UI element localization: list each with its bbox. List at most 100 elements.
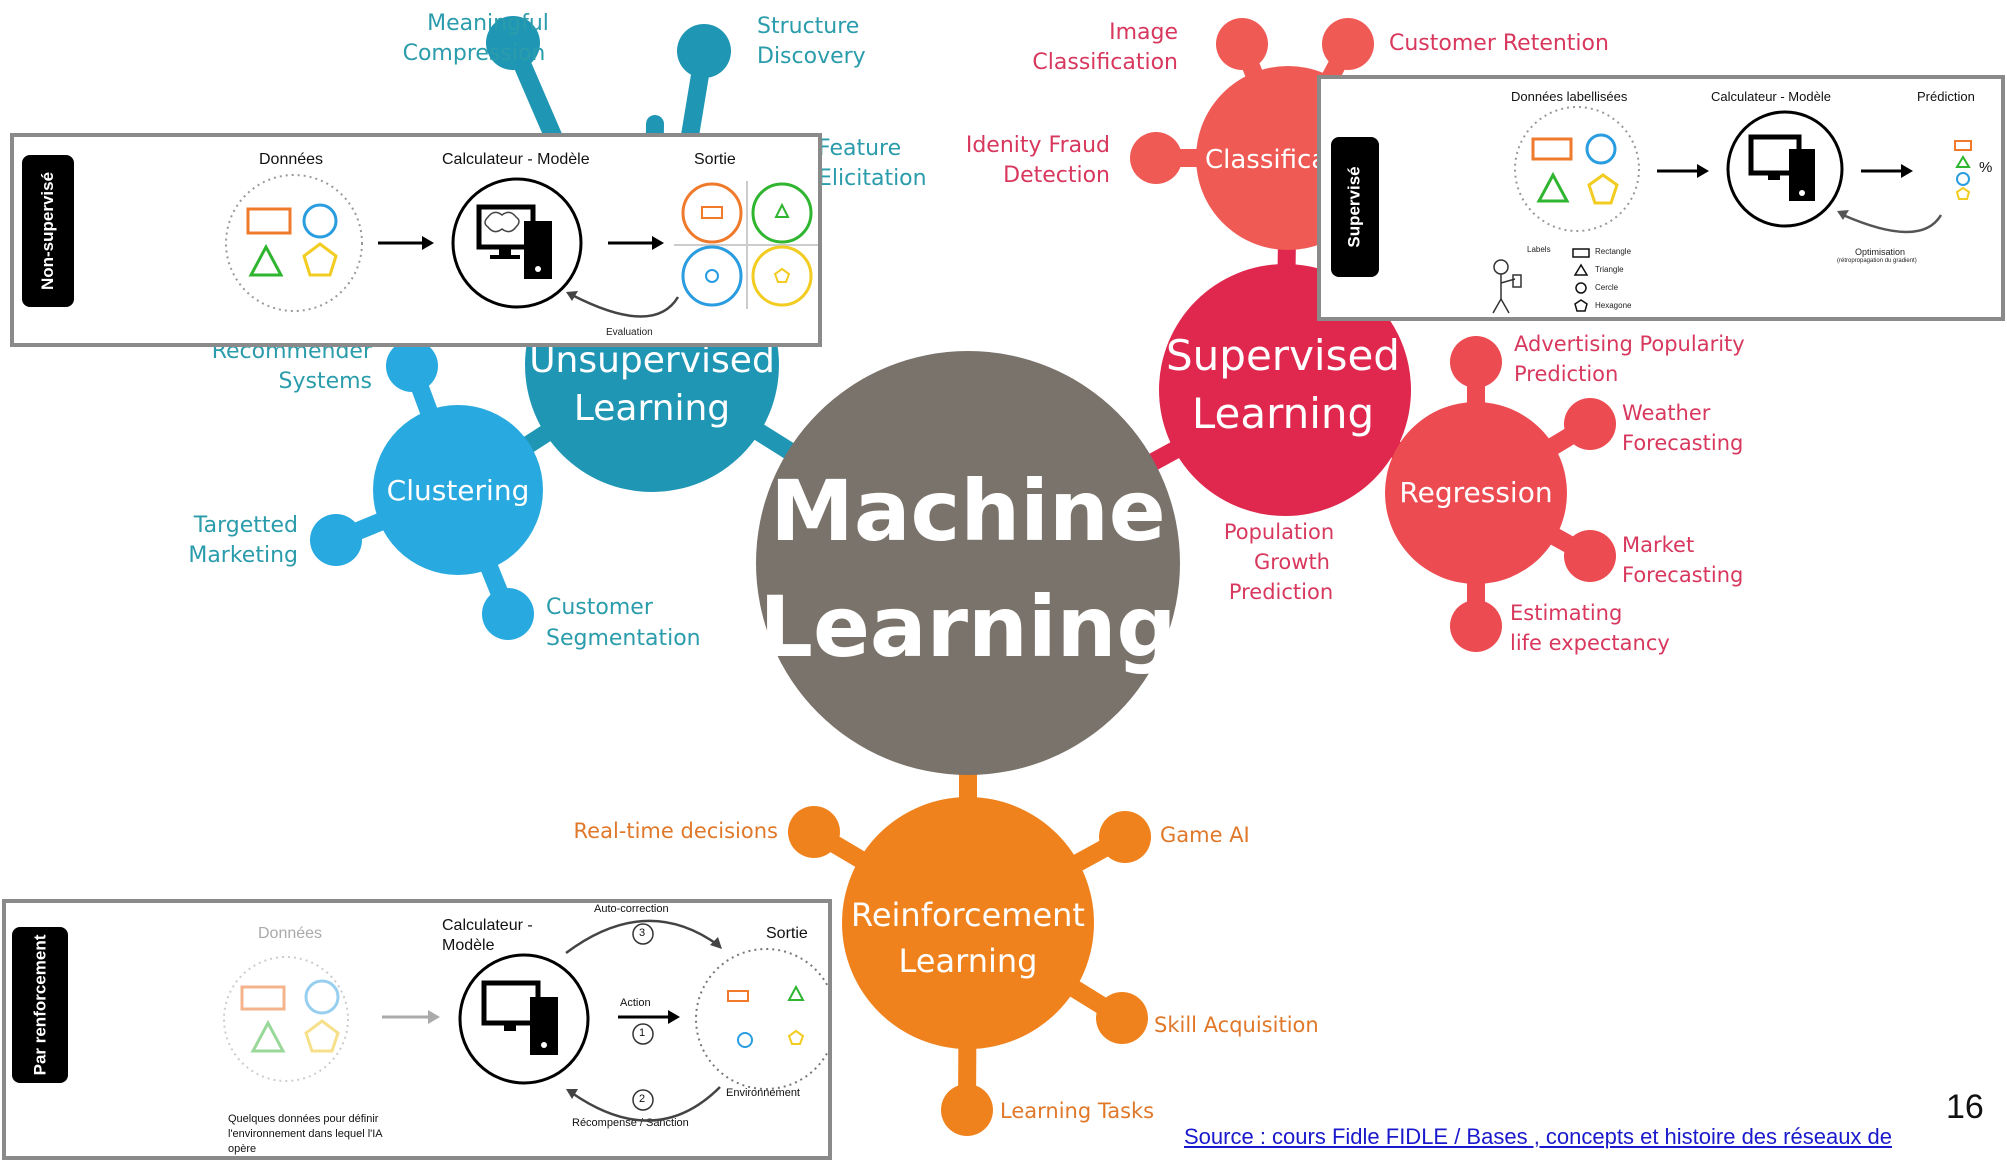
environment-label: Environnement — [726, 1087, 800, 1099]
reinf-rectangle-shape — [240, 985, 286, 1011]
sup-triangle-shape — [1536, 171, 1570, 203]
leaf-label-learning-tasks: Learning Tasks — [1000, 1099, 1154, 1123]
leaf-dot-customer-seg — [482, 588, 534, 640]
leaf-label-feature-line1: Feature — [818, 136, 901, 161]
legend-circle — [1575, 282, 1587, 294]
leaf-label-identity-fraud-line1: Idenity Fraud — [966, 133, 1110, 158]
leaf-label-weather-line1: Weather — [1622, 401, 1711, 425]
circle-shape — [302, 203, 338, 239]
step-3-circle — [632, 923, 654, 945]
leaf-label-structure-line2: Discovery — [757, 44, 866, 69]
leaf-label-game-ai: Game AI — [1160, 823, 1250, 847]
step-1-circle — [632, 1023, 654, 1045]
step-2-label: 2 — [639, 1093, 646, 1105]
panel-col-model: Calculateur - Modèle — [442, 151, 590, 168]
regression-hub — [1385, 402, 1567, 584]
center-label-line1: Machine — [770, 462, 1165, 560]
leaf-label-identity-fraud-line2: Detection — [1003, 163, 1110, 188]
cluster-triangle — [774, 202, 790, 218]
teacher-leg-left — [1492, 298, 1502, 314]
env-rectangle — [727, 990, 749, 1002]
pred-circle — [1956, 172, 1970, 186]
reinf-col-model-line1: Calculateur - — [442, 917, 533, 934]
leaf-label-meaningful-line2: Compression — [403, 41, 546, 66]
leaf-label-recommender-line2: Systems — [279, 369, 373, 394]
environment-circle — [695, 948, 828, 1090]
sup-model-circle — [1726, 110, 1844, 228]
leaf-label-customer-retention: Customer Retention — [1389, 31, 1609, 56]
brain-icon — [484, 211, 520, 233]
reinf-data-pool — [223, 956, 349, 1082]
reinf-col-model-line2: Modèle — [442, 937, 495, 954]
reinf-triangle-shape — [250, 1019, 286, 1053]
evaluation-label: Evaluation — [606, 327, 653, 338]
triangle-shape — [248, 243, 284, 277]
leaf-label-market-line1: Market — [1622, 533, 1694, 557]
label-hexagon: Hexagone — [1595, 301, 1632, 310]
optimisation-arrow — [1842, 213, 1943, 234]
arrow-head-2 — [652, 236, 664, 250]
leaf-label-life-line1: Estimating — [1510, 601, 1622, 625]
leaf-dot-weather — [1564, 398, 1616, 450]
leaf-label-advertising-line1: Advertising Popularity — [1514, 332, 1745, 356]
supervised-col-data: Données labellisées — [1511, 89, 1628, 104]
leaf-label-life-line2: life expectancy — [1510, 631, 1670, 655]
reinf-col-output: Sortie — [766, 925, 808, 942]
env-pentagon — [787, 1029, 805, 1045]
source-link[interactable]: Source : cours Fidle FIDLE / Bases , con… — [1184, 1124, 1893, 1149]
leaf-label-targetted-line2: Marketing — [188, 543, 298, 568]
action-label: Action — [620, 997, 651, 1009]
sup-monitor-stand — [1768, 173, 1780, 180]
reinf-monitor-icon — [481, 980, 541, 1026]
sup-arrow-1-head — [1697, 164, 1709, 178]
cluster-circle — [705, 269, 719, 283]
reinforcement-label-line1: Reinforcement — [851, 896, 1085, 934]
leaf-label-image-class-line1: Image — [1109, 20, 1178, 45]
leaf-dot-game-ai — [1099, 811, 1151, 863]
reward-arrow-head — [566, 1089, 578, 1099]
reinf-col-data: Données — [258, 925, 323, 942]
legend-triangle — [1573, 263, 1589, 276]
monitor-base — [490, 255, 520, 259]
regression-label: Regression — [1399, 476, 1552, 509]
pred-triangle — [1955, 155, 1971, 168]
step-2-circle — [632, 1089, 654, 1111]
supervised-panel-diagram — [1492, 106, 1972, 314]
reinforcement-panel: Par renforcement Données Calculateur - M… — [2, 899, 832, 1160]
leaf-label-meaningful-line1: Meaningful — [427, 11, 549, 36]
legend-rectangle — [1572, 248, 1590, 258]
center-label-line2: Learning — [759, 578, 1176, 676]
supervised-label-line1: Supervised — [1166, 331, 1400, 380]
reinf-arrow-data-head — [428, 1010, 440, 1024]
leaf-label-customer-seg-line2: Segmentation — [546, 626, 701, 651]
leaf-dot-realtime — [788, 806, 840, 858]
supervised-hub — [1159, 264, 1411, 516]
leaf-label-realtime: Real-time decisions — [574, 819, 778, 843]
cluster-yellow — [751, 245, 813, 307]
reinf-model-circle — [458, 953, 590, 1085]
leaf-dot-life-expectancy — [1450, 600, 1502, 652]
auto-correction-arrow-head — [710, 937, 722, 949]
leaf-label-image-class-line2: Classification — [1032, 50, 1178, 75]
leaf-label-market-line2: Forecasting — [1622, 563, 1743, 587]
leaf-dot-structure-discovery — [677, 24, 731, 78]
sup-rectangle-shape — [1531, 137, 1573, 161]
pentagon-shape — [302, 242, 338, 277]
label-triangle: Triangle — [1595, 265, 1624, 274]
cluster-green — [751, 182, 813, 244]
model-circle — [451, 177, 583, 309]
env-triangle — [787, 984, 805, 1001]
auto-correction-label: Auto-correction — [594, 903, 669, 915]
reinf-tower-button — [541, 1042, 547, 1048]
panel-col-output: Sortie — [694, 151, 736, 168]
leaf-dot-identity-fraud — [1130, 132, 1182, 184]
reinf-note-line2: l'environnement dans lequel l'IA — [228, 1128, 383, 1140]
leaf-label-skill: Skill Acquisition — [1154, 1013, 1319, 1037]
reinforcement-label-line2: Learning — [899, 942, 1038, 980]
auto-correction-arrow — [565, 919, 719, 955]
reinf-monitor-stand — [504, 1023, 516, 1031]
reinforcement-panel-diagram — [223, 919, 828, 1122]
reinf-pentagon-shape — [304, 1019, 340, 1053]
data-pool — [225, 174, 363, 312]
